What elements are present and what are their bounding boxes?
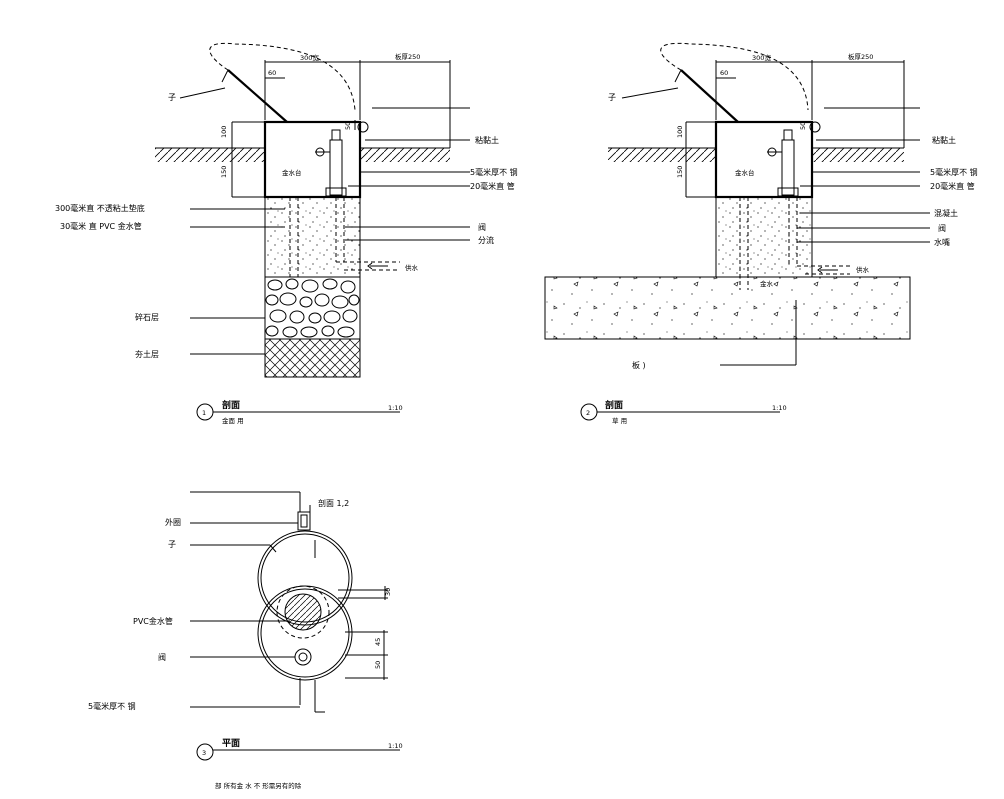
- section-2: 300宽 板厚250 60 100 150 50 子 粘黏土 5毫米厚不 钢 2…: [544, 42, 978, 425]
- dim-50: 50: [344, 122, 352, 130]
- title-number-1: 1: [202, 409, 206, 417]
- dim-45: 45: [374, 638, 382, 646]
- label-concrete-2: 混凝土: [934, 208, 958, 218]
- label-board-2: 5毫米厚不 钢: [930, 167, 978, 177]
- label-plan-pvc: PVC金水管: [133, 616, 173, 626]
- dim-100: 100: [220, 126, 228, 138]
- open-lid-2: [680, 69, 739, 123]
- dim-60-2: 60: [720, 69, 728, 77]
- dim-50-2: 50: [799, 122, 807, 130]
- dim-250: 板厚250: [395, 52, 420, 61]
- label-valve: 分流: [478, 235, 494, 245]
- label-cover: 子: [168, 93, 176, 102]
- title-1: 剖面: [222, 399, 240, 411]
- title-3: 平面: [222, 738, 240, 749]
- label-plan-valve: 阀: [158, 653, 166, 662]
- label-water-2: 水嘴: [934, 237, 950, 247]
- label-slab-2: 板 ): [632, 360, 646, 370]
- label-drain: 阀: [478, 223, 486, 232]
- subtitle-2: 草 用: [612, 416, 627, 425]
- label-soil-2: 粘黏土: [932, 135, 956, 145]
- rammed-earth: [264, 338, 361, 378]
- box-circle: [257, 585, 353, 681]
- plan-view: 30 45 50 剖面 1,2 外圈 子 PVC金水管 阀 5毫米厚不 钢 3 …: [88, 491, 403, 790]
- label-drain-2: 阀: [938, 224, 946, 233]
- dim-300-2: 300宽: [752, 53, 771, 62]
- label-plan-cover: 子: [168, 540, 176, 549]
- dim-300: 300宽: [300, 53, 319, 62]
- open-lid: [227, 69, 288, 123]
- scale-3: 1:10: [388, 742, 403, 750]
- hydrant-box-2: [714, 120, 814, 199]
- title-2: 剖面: [605, 399, 623, 411]
- dim-50-plan: 50: [374, 661, 382, 669]
- label-note-2: 金水: [760, 279, 774, 288]
- dim-150: 150: [220, 166, 228, 178]
- lid-swing-arc: [209, 42, 356, 111]
- footnote: 部 所有金 水 不 形需另有的除: [215, 781, 302, 790]
- label-cover-2: 子: [608, 93, 616, 102]
- title-circle-3: [196, 743, 214, 761]
- title-number-3: 3: [202, 749, 206, 757]
- label-section-ref: 剖面 1,2: [318, 498, 349, 508]
- concrete-slab: [544, 276, 911, 340]
- label-board: 5毫米厚不 钢: [470, 167, 518, 177]
- label-bottom-2: 金水台: [735, 168, 755, 177]
- ground-hatch-right: [360, 148, 450, 162]
- gravel-layer: [264, 276, 361, 340]
- dim-60: 60: [268, 69, 276, 77]
- valve-body: [329, 139, 343, 196]
- label-sand: 300毫米直 不透粘土垫底: [55, 203, 145, 213]
- pvc-pipe-hatch: [284, 593, 322, 631]
- scale-2: 1:10: [772, 404, 787, 412]
- title-number-2: 2: [586, 409, 590, 417]
- hydrant-box: [263, 120, 362, 199]
- label-gravel: 碎石层: [135, 312, 159, 322]
- section-1: 300宽 板厚250 60 100 150 50 子 粘黏土 5毫米厚不 钢 2…: [55, 42, 518, 425]
- dim-30: 30: [384, 588, 392, 596]
- dim-150-2: 150: [676, 166, 684, 178]
- label-bottom: 金水台: [282, 168, 302, 177]
- label-handle: 外圈: [165, 517, 181, 527]
- label-rammed: 夯土层: [135, 349, 159, 359]
- ground-hatch-left: [155, 148, 265, 162]
- valve-plan: [294, 648, 312, 666]
- subtitle-1: 金面 用: [222, 416, 244, 425]
- dim-100-2: 100: [676, 126, 684, 138]
- label-soil: 粘黏土: [475, 135, 499, 145]
- scale-1: 1:10: [388, 404, 403, 412]
- label-pipe20-2: 20毫米直 管: [930, 181, 975, 191]
- label-supply-2: 供水: [856, 265, 870, 274]
- dim-250-2: 板厚250: [848, 52, 873, 61]
- label-water: 供水: [405, 263, 419, 272]
- label-plan-board: 5毫米厚不 钢: [88, 701, 136, 711]
- label-pvc: 30毫米 直 PVC 金水管: [60, 221, 142, 231]
- label-pipe20: 20毫米直 管: [470, 181, 515, 191]
